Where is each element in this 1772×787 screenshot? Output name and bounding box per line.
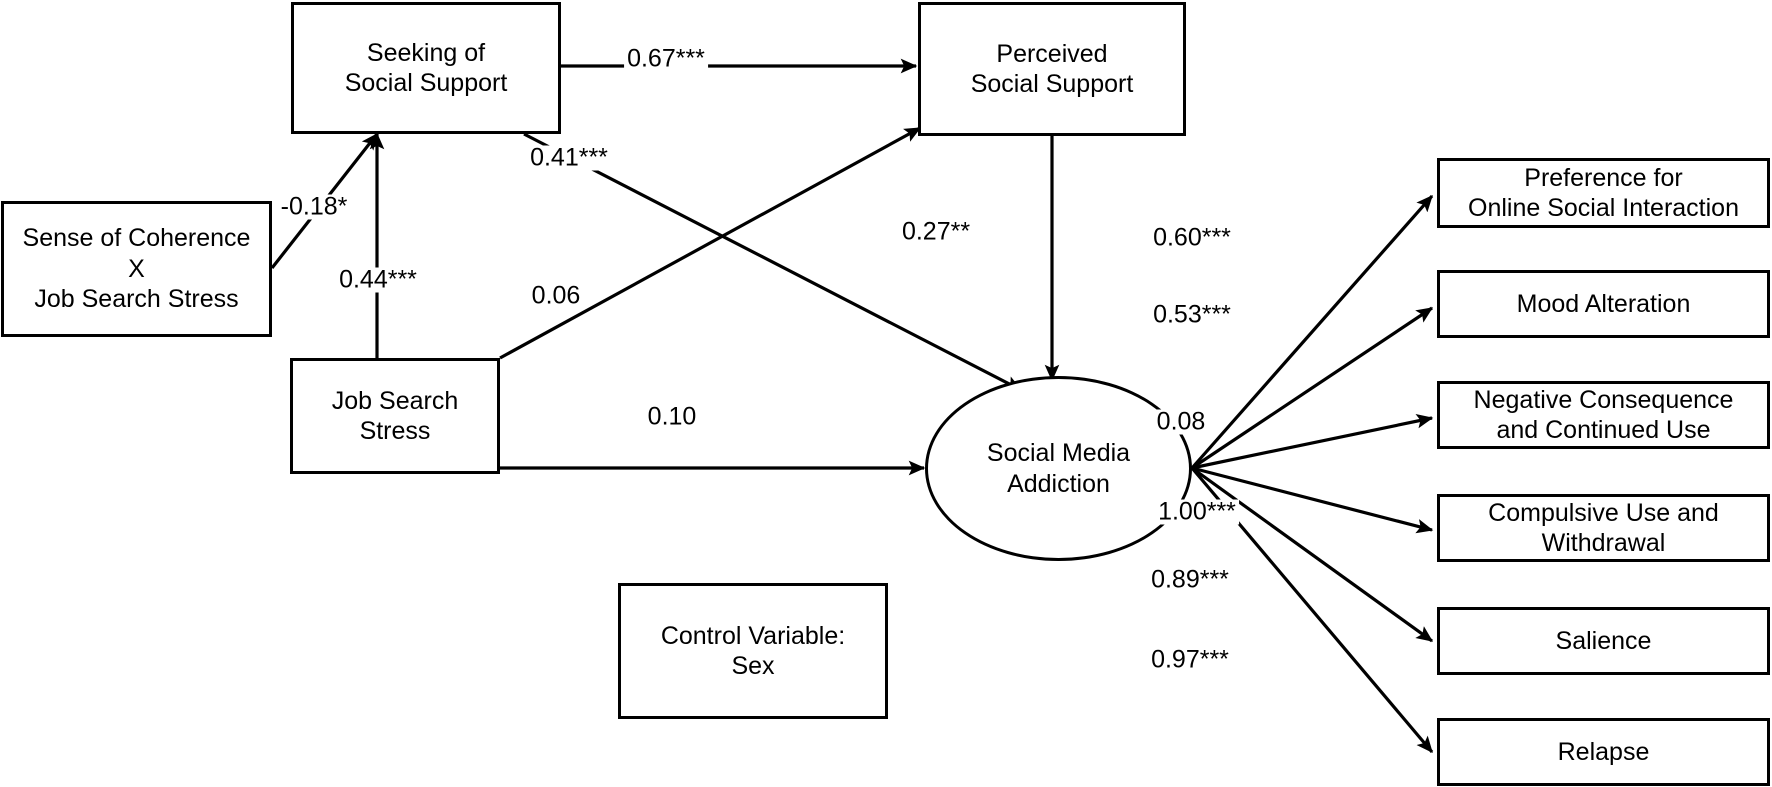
indicator-label-5: Salience <box>1555 626 1652 655</box>
node-job-search-stress[interactable]: Job Search Stress <box>290 358 500 474</box>
node-indicator-negative-consequence-and-continued-use[interactable]: Negative Consequence and Continued Use <box>1437 381 1770 449</box>
indicator-label-4: Compulsive Use and Withdrawal <box>1488 498 1719 558</box>
edge-label-stress-to-addiction: 0.10 <box>644 404 700 430</box>
edge-label-moderator-to-seeking: -0.18* <box>277 194 351 220</box>
edge-addiction-to-indicator-2 <box>1191 306 1434 470</box>
node-perceived-social-support[interactable]: Perceived Social Support <box>918 2 1186 136</box>
node-label-stress: Job Search Stress <box>331 386 459 446</box>
edge-addiction-to-indicator-1 <box>1190 194 1434 470</box>
node-seeking-of-social-support[interactable]: Seeking of Social Support <box>291 2 561 134</box>
edge-addiction-to-indicator-4 <box>1191 466 1434 534</box>
edge-label-seeking-to-perceived: 0.67*** <box>624 46 708 72</box>
edge-label-addiction-to-indicator-2: 0.53*** <box>1150 302 1234 328</box>
node-label-seeking: Seeking of Social Support <box>344 38 508 98</box>
edge-label-addiction-to-indicator-5: 0.89*** <box>1148 567 1232 593</box>
edge-label-stress-to-perceived: 0.06 <box>528 283 584 309</box>
node-label-perceived: Perceived Social Support <box>970 39 1134 99</box>
node-label-moderator: Sense of Coherence X Job Search Stress <box>22 224 251 314</box>
edge-addiction-to-indicator-3 <box>1191 413 1434 470</box>
node-indicator-compulsive-use-and-withdrawal[interactable]: Compulsive Use and Withdrawal <box>1437 494 1770 562</box>
edge-label-addiction-to-indicator-3: 0.08 <box>1153 409 1209 435</box>
node-indicator-relapse[interactable]: Relapse <box>1437 718 1770 786</box>
node-indicator-mood-alteration[interactable]: Mood Alteration <box>1437 270 1770 338</box>
indicator-label-1: Preference for Online Social Interaction <box>1468 163 1739 223</box>
node-control-variable-sex[interactable]: Control Variable: Sex <box>618 583 888 719</box>
node-sense-of-coherence-x-job-search-stress[interactable]: Sense of Coherence X Job Search Stress <box>1 201 272 337</box>
edge-label-perceived-to-addiction: 0.27** <box>898 219 974 245</box>
node-indicator-preference-for-online-social-interaction[interactable]: Preference for Online Social Interaction <box>1437 158 1770 228</box>
edge-label-stress-to-seeking: 0.44*** <box>336 267 420 293</box>
node-label-control: Control Variable: Sex <box>660 621 846 681</box>
indicator-label-6: Relapse <box>1557 737 1650 766</box>
node-indicator-salience[interactable]: Salience <box>1437 607 1770 675</box>
edge-label-addiction-to-indicator-4: 1.00*** <box>1155 499 1239 525</box>
edge-stress-to-perceived <box>499 126 922 360</box>
indicator-label-3: Negative Consequence and Continued Use <box>1473 385 1734 445</box>
edge-label-addiction-to-indicator-1: 0.60*** <box>1150 225 1234 251</box>
indicator-label-2: Mood Alteration <box>1516 289 1691 318</box>
edge-label-seeking-to-addiction: 0.41*** <box>527 145 611 171</box>
edge-addiction-to-indicator-5 <box>1191 466 1434 643</box>
node-social-media-addiction[interactable]: Social Media Addiction <box>925 376 1192 561</box>
edge-label-addiction-to-indicator-6: 0.97*** <box>1148 647 1232 673</box>
edge-seeking-to-addiction <box>523 132 1023 392</box>
node-label-addiction: Social Media Addiction <box>986 439 1131 498</box>
